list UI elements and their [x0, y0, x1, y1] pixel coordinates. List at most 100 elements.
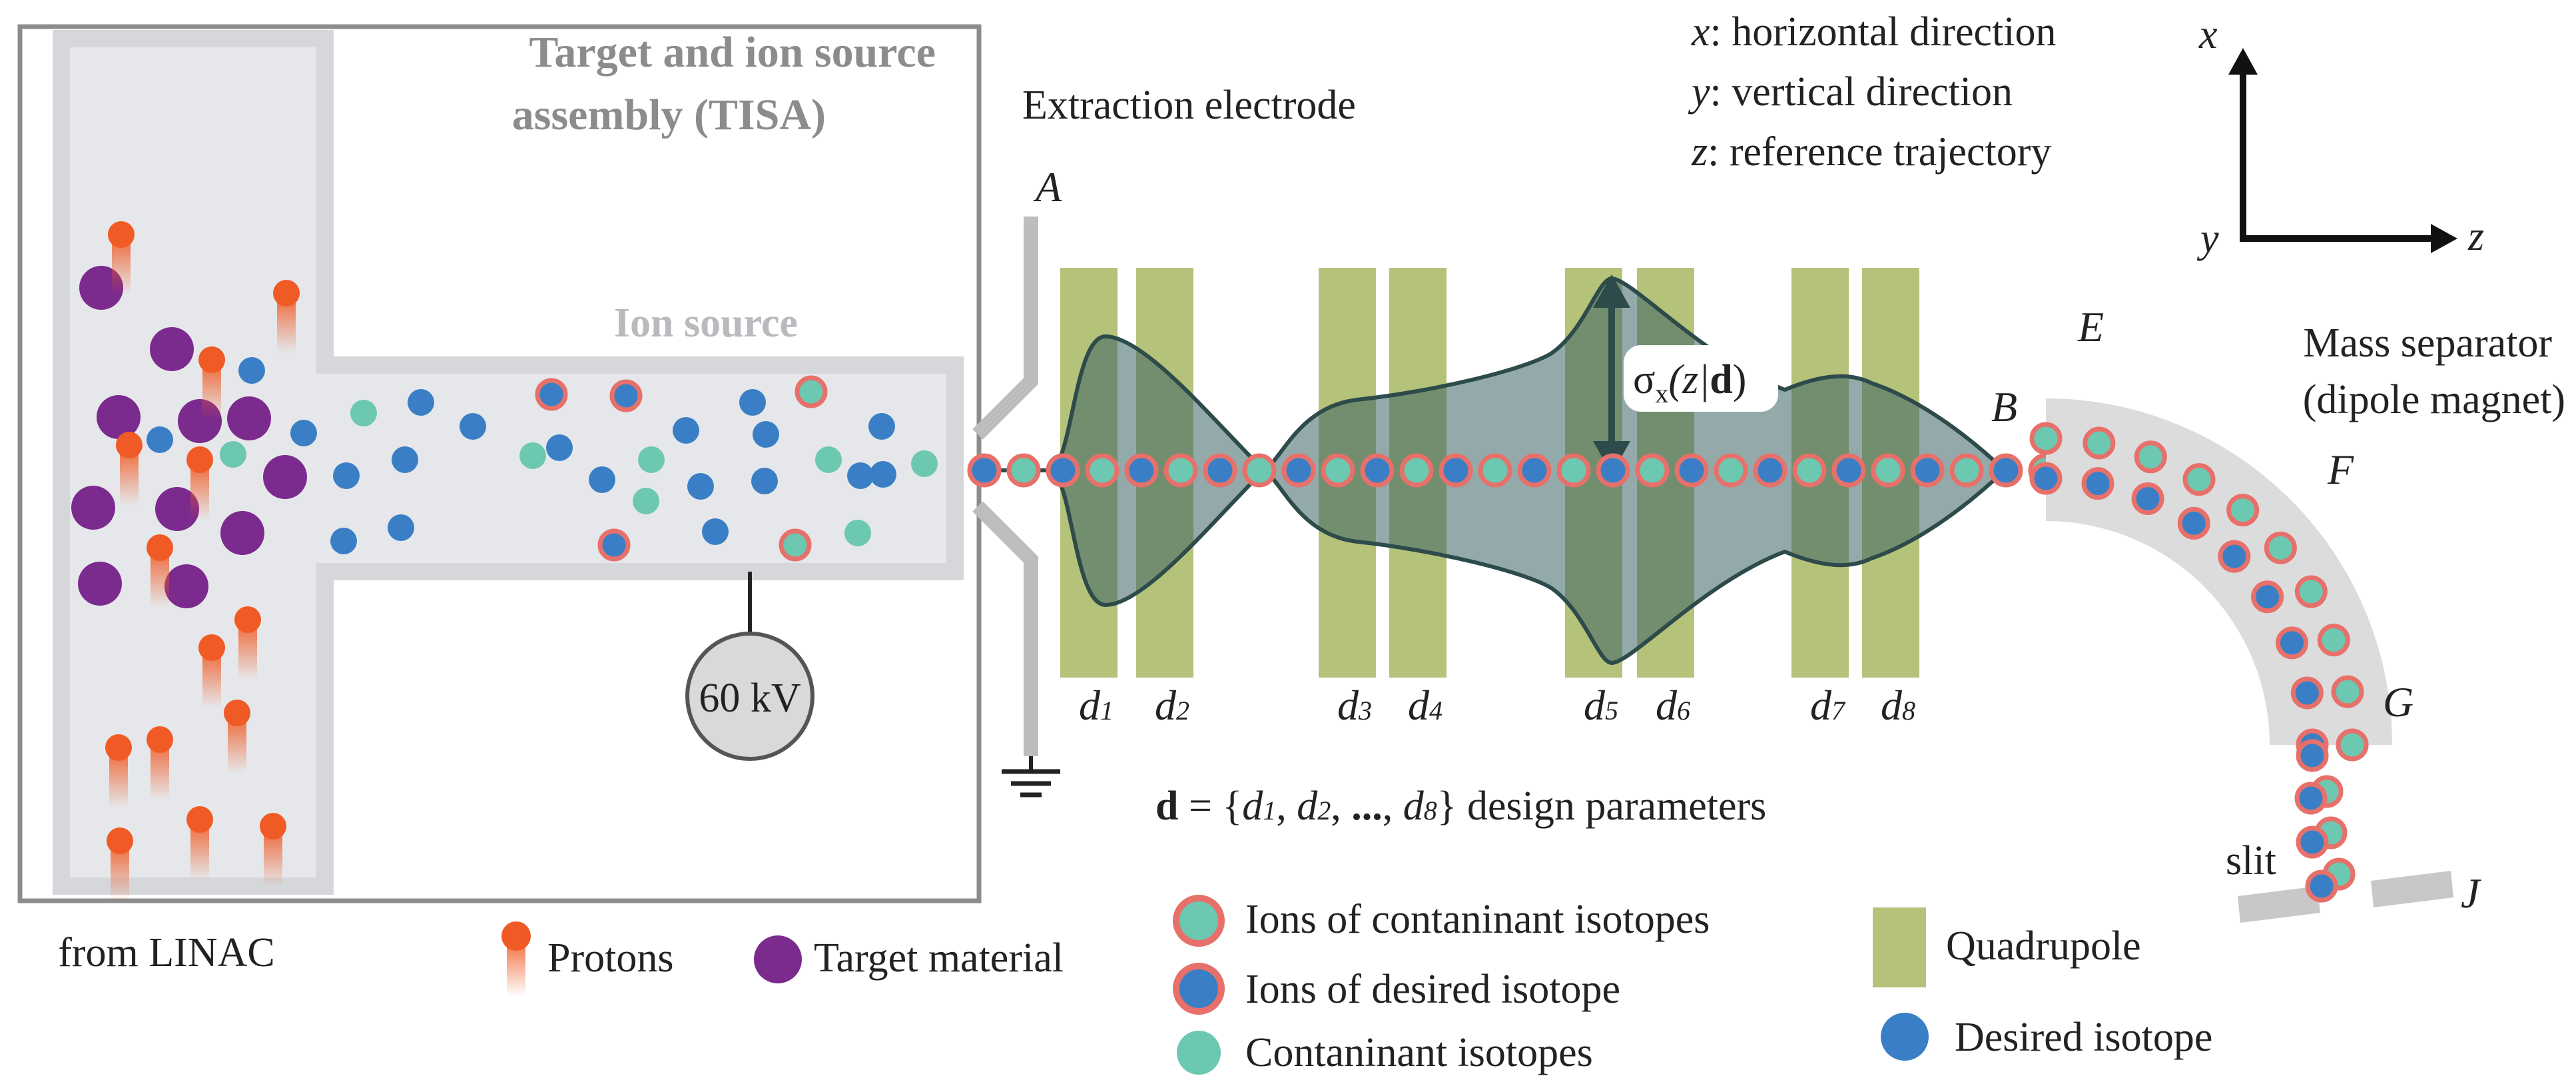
desired-atom-18	[702, 518, 729, 545]
mass-separator-label-line2: (dipole magnet)	[2303, 377, 2565, 422]
target-atom-6	[263, 455, 307, 499]
separator-desired-ion-6	[2251, 580, 2284, 614]
beam-ion-27	[1989, 453, 2023, 488]
legend-desired-label: Desired isotope	[1955, 1015, 2212, 1060]
beam-ion-7	[1203, 453, 1237, 488]
separator-desired-ion-1	[2029, 462, 2063, 495]
legend-ions-desired-label: Ions of desired isotope	[1245, 967, 1620, 1012]
contaminant-atom-7	[844, 520, 871, 546]
extraction-electrode-label: Extraction electrode	[1022, 83, 1356, 128]
proton-4	[116, 432, 143, 458]
legend-quadrupole-icon	[1873, 907, 1926, 987]
tisa-particles	[71, 221, 938, 901]
separator-contaminant-ion-1	[2029, 422, 2063, 455]
proton-5	[186, 446, 213, 473]
quadrupole-label-1: d1	[1079, 682, 1114, 729]
contaminant-atom-8	[911, 450, 938, 477]
desired-atom-20	[589, 466, 615, 493]
contaminant-atom-1	[220, 441, 246, 468]
legend-desired-icon	[1881, 1013, 1929, 1061]
desired-atom-1	[238, 357, 265, 384]
beam-ion-10	[1321, 453, 1355, 488]
quadrupole-label-3: d3	[1337, 682, 1372, 729]
quadrupole-label-7: d7	[1810, 682, 1846, 729]
proton-1	[108, 221, 135, 248]
separator-desired-ion-7	[2276, 626, 2309, 660]
beam-ion-18	[1635, 453, 1670, 488]
beam-ion-11	[1360, 453, 1395, 488]
legend-target-icon	[754, 935, 802, 983]
beam-ion-4	[1085, 453, 1120, 488]
desired-atom-5	[408, 389, 434, 416]
proton-7	[234, 606, 261, 633]
beam-ion-26	[1949, 453, 1984, 488]
beam-ion-13	[1439, 453, 1473, 488]
electrode-lower	[972, 501, 1038, 756]
desired-atom-11	[673, 417, 699, 444]
contaminant-atom-2	[350, 400, 377, 426]
beam-ion-24	[1871, 453, 1905, 488]
desired-atom-9	[388, 514, 414, 541]
desired-atom-4	[333, 462, 360, 489]
legend-ion-contaminant-icon	[1173, 895, 1225, 947]
mass-separator-label-line1: Mass separator	[2303, 320, 2552, 366]
separator-desired-ion-5	[2218, 540, 2251, 573]
legend-ions-contaminant-label: Ions of contaninant isotopes	[1245, 897, 1710, 942]
desired-atom-15	[868, 413, 895, 440]
electrode-upper	[972, 217, 1038, 440]
legend-contaminant-label: Contaninant isotopes	[1245, 1030, 1593, 1075]
desired-atom-7	[392, 446, 418, 473]
separator-contaminant-ion-7	[2294, 575, 2328, 608]
desired-atom-19	[847, 462, 874, 489]
target-atom-2	[150, 327, 194, 371]
ion-beam	[967, 453, 2102, 488]
target-atom-10	[78, 562, 122, 606]
proton-14	[107, 827, 133, 854]
point-f-label: F	[2327, 446, 2354, 493]
legend-contaminant-icon	[1177, 1031, 1221, 1075]
separator-desired-tail-4	[2305, 869, 2338, 903]
desired-atom-6	[460, 413, 486, 440]
point-a-label: A	[1033, 163, 1062, 211]
desired-atom-14	[753, 421, 779, 448]
desired-atom-10	[546, 434, 573, 461]
legend-target-label: Target material	[814, 935, 1064, 981]
separator-desired-tail-2	[2294, 782, 2328, 815]
legend-target-material: Target material	[754, 935, 1064, 983]
tisa-title-line1: Target and ion source	[529, 28, 936, 77]
desired-atom-17	[870, 461, 896, 488]
tisa-ion-2	[609, 379, 643, 412]
contaminant-atom-5	[633, 488, 659, 514]
x-direction-label: x: horizontal direction	[1691, 9, 2056, 55]
ion-source-label: Ion source	[614, 300, 798, 346]
sigma-arrow-head-top	[1593, 274, 1630, 308]
legend-quadrupole-label: Quadrupole	[1946, 923, 2141, 969]
y-direction-label: y: vertical direction	[1688, 69, 2013, 115]
separator-contaminant-ion-10	[2336, 728, 2369, 762]
slit-left	[2238, 886, 2320, 923]
axis-x-label: x	[2198, 12, 2218, 57]
target-atom-5	[227, 396, 271, 440]
sigma-label-bg	[1624, 345, 1778, 412]
beam-ion-15	[1517, 453, 1552, 488]
separated-ion-beams	[2029, 422, 2369, 903]
axis-y-label: y	[2196, 216, 2219, 261]
beam-ion-19	[1674, 453, 1709, 488]
axis-z-label: z	[2467, 214, 2484, 259]
beam-ion-1	[967, 453, 1002, 488]
separator-desired-ion-2	[2081, 467, 2114, 500]
legend-protons-label: Protons	[547, 935, 673, 981]
separator-desired-tail-1	[2296, 739, 2329, 772]
desired-atom-13	[739, 389, 766, 416]
proton-13	[260, 813, 286, 839]
separator-desired-ion-3	[2131, 482, 2164, 515]
point-j-label: J	[2461, 869, 2481, 917]
quadrupole-label-4: d4	[1408, 682, 1443, 729]
beam-ion-6	[1163, 453, 1198, 488]
separator-contaminant-ion-4	[2182, 463, 2216, 496]
separator-contaminant-ion-2	[2083, 426, 2116, 460]
proton-12	[186, 806, 213, 833]
contaminant-atom-4	[638, 446, 665, 473]
legend-ion-desired-icon	[1173, 963, 1225, 1015]
